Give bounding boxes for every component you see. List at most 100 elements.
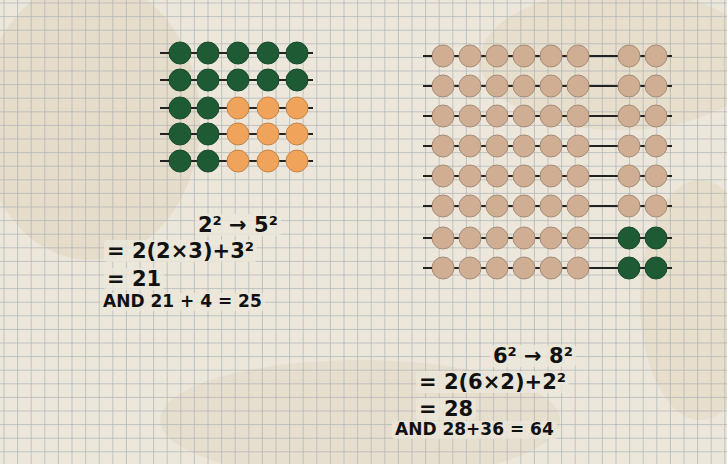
grid-line xyxy=(126,0,127,464)
bead xyxy=(459,135,481,157)
bead xyxy=(197,97,219,119)
grid-line xyxy=(167,0,168,464)
grid-line xyxy=(0,193,727,194)
bead xyxy=(618,45,640,67)
handwritten-note: AND 21 + 4 = 25 xyxy=(100,293,265,311)
bead xyxy=(432,227,454,249)
grid-line xyxy=(0,43,727,44)
bead xyxy=(486,45,508,67)
bead xyxy=(513,165,535,187)
grid-line xyxy=(357,0,358,464)
bead xyxy=(513,75,535,97)
grid-line xyxy=(0,356,727,357)
grid-line xyxy=(0,315,727,316)
bead xyxy=(618,105,640,127)
bead xyxy=(540,105,562,127)
grid-line xyxy=(0,411,727,412)
grid-line xyxy=(289,0,290,464)
grid-line xyxy=(99,0,100,464)
bead xyxy=(513,45,535,67)
bead xyxy=(286,69,308,91)
bead xyxy=(540,165,562,187)
bead xyxy=(645,257,667,279)
bead xyxy=(540,75,562,97)
water-stain xyxy=(480,0,727,130)
grid-line xyxy=(0,343,727,344)
bead xyxy=(432,45,454,67)
grid-line xyxy=(0,220,727,221)
grid-line xyxy=(44,0,45,464)
bead xyxy=(459,257,481,279)
grid-line xyxy=(0,125,727,126)
bead xyxy=(169,97,191,119)
bead xyxy=(197,150,219,172)
grid-line xyxy=(31,0,32,464)
bead xyxy=(618,165,640,187)
bead xyxy=(567,257,589,279)
grid-line xyxy=(643,0,644,464)
grid-line xyxy=(670,0,671,464)
grid-line xyxy=(303,0,304,464)
bead xyxy=(459,165,481,187)
grid-line xyxy=(0,98,727,99)
bead xyxy=(169,69,191,91)
bead xyxy=(286,42,308,64)
bead xyxy=(459,195,481,217)
bead xyxy=(618,135,640,157)
bead xyxy=(459,105,481,127)
grid-line xyxy=(112,0,113,464)
grid-line xyxy=(72,0,73,464)
bead-frame xyxy=(423,45,672,279)
handwritten-note: = 21 xyxy=(104,268,164,290)
rod-end xyxy=(423,175,432,177)
bead xyxy=(618,257,640,279)
grid-line xyxy=(602,0,603,464)
bead xyxy=(567,165,589,187)
bead xyxy=(618,75,640,97)
handwritten-note: = 2(2×3)+3² xyxy=(104,240,257,262)
bead xyxy=(645,105,667,127)
bead xyxy=(618,195,640,217)
grid-line xyxy=(0,16,727,17)
bead xyxy=(169,150,191,172)
handwritten-note: = 2(6×2)+2² xyxy=(416,371,569,393)
bead xyxy=(540,227,562,249)
bead xyxy=(286,97,308,119)
grid-line xyxy=(534,0,535,464)
bead xyxy=(459,75,481,97)
grid-line xyxy=(684,0,685,464)
bead xyxy=(459,45,481,67)
rod-end xyxy=(423,237,432,239)
bead xyxy=(513,227,535,249)
bead xyxy=(486,195,508,217)
bead xyxy=(257,42,279,64)
bead xyxy=(227,97,249,119)
bead xyxy=(486,165,508,187)
grid-line xyxy=(507,0,508,464)
grid-line xyxy=(0,234,727,235)
grid-line xyxy=(0,30,727,31)
grid-line xyxy=(0,111,727,112)
bead xyxy=(645,227,667,249)
grid-line xyxy=(0,383,727,384)
grid-line xyxy=(425,0,426,464)
bead xyxy=(286,150,308,172)
rod-end xyxy=(423,115,432,117)
bead xyxy=(432,195,454,217)
bead xyxy=(257,150,279,172)
rod-end xyxy=(423,205,432,207)
bead xyxy=(486,75,508,97)
grid-line xyxy=(330,0,331,464)
rod-end xyxy=(160,79,169,81)
rod-end xyxy=(423,85,432,87)
grid-line xyxy=(0,451,727,452)
grid-line xyxy=(0,166,727,167)
bead xyxy=(286,123,308,145)
rod-end xyxy=(160,133,169,135)
rod-end xyxy=(423,145,432,147)
grid-line xyxy=(711,0,712,464)
grid-line xyxy=(85,0,86,464)
bead xyxy=(169,123,191,145)
bead xyxy=(513,135,535,157)
